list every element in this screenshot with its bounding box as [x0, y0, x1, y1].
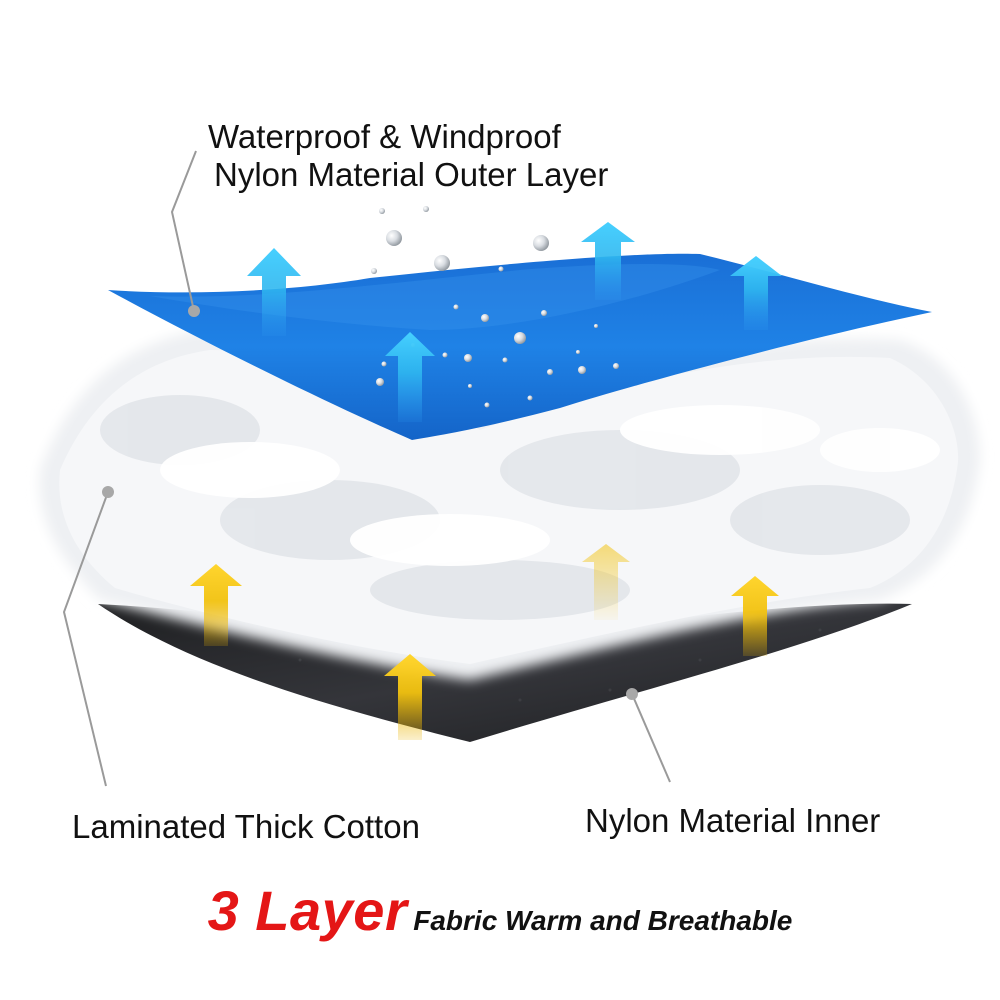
up-arrow-icon	[247, 222, 782, 422]
up-arrow-icon	[582, 544, 630, 620]
inner-layer-label: Nylon Material Inner	[585, 802, 881, 839]
leader-dot-cotton	[102, 486, 114, 498]
cotton-layer-label: Laminated Thick Cotton	[72, 808, 420, 845]
leader-line-inner	[631, 693, 671, 783]
water-drop-icon	[371, 206, 549, 274]
leader-dot-outer	[188, 305, 200, 317]
leader-dot-inner	[626, 688, 638, 700]
leader-lines	[62, 150, 671, 787]
caption-highlight: 3 Layer	[207, 879, 408, 942]
outer-layer-highlight	[150, 264, 720, 330]
outer-layer-label: Waterproof & Windproof Nylon Material Ou…	[208, 118, 608, 194]
caption-rest: Fabric Warm and Breathable	[413, 905, 793, 936]
leader-dots	[102, 305, 638, 700]
outer-layer-label-line2: Nylon Material Outer Layer	[214, 156, 609, 193]
outer-layer-label-line1: Waterproof & Windproof	[208, 118, 561, 155]
leader-line-outer	[170, 150, 197, 312]
outer-layer	[108, 253, 932, 440]
leader-line-cotton	[62, 491, 109, 787]
up-arrow-icon	[190, 564, 779, 740]
